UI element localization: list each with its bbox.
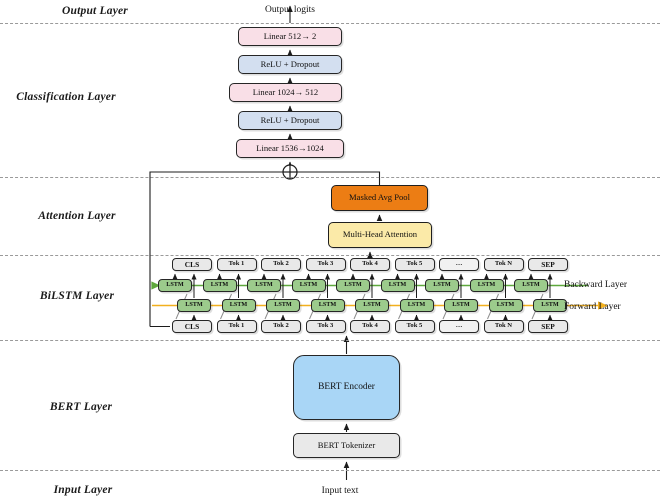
lstm-forward-5: LSTM bbox=[399, 299, 434, 312]
token-output-1: Tok 1 bbox=[216, 258, 257, 271]
layer-label-classification-layer: Classification Layer bbox=[16, 91, 116, 103]
lstm-forward-0: LSTM bbox=[177, 299, 211, 312]
lstm-backward-6: LSTM bbox=[425, 279, 459, 292]
lstm-forward-2: LSTM bbox=[266, 299, 300, 312]
bert-tokenizer: BERT Tokenizer bbox=[293, 433, 400, 458]
layer-divider-0 bbox=[0, 23, 660, 24]
lstm-backward-7: LSTM bbox=[469, 279, 504, 292]
lstm-backward-1: LSTM bbox=[202, 279, 237, 292]
token-output-4: Tok 4 bbox=[350, 258, 390, 271]
linear-1536-1024: Linear 1536→1024 bbox=[236, 139, 344, 158]
lstm-backward-0: LSTM bbox=[158, 279, 192, 292]
token-input-3: Tok 3 bbox=[305, 320, 346, 333]
layer-label-bert-layer: BERT Layer bbox=[49, 401, 113, 413]
token-output-3: Tok 3 bbox=[305, 258, 346, 271]
token-input-1: Tok 1 bbox=[216, 320, 257, 333]
input-text-label: Input text bbox=[321, 486, 359, 496]
token-output-6: … bbox=[439, 258, 479, 271]
bert-encoder: BERT Encoder bbox=[293, 355, 400, 420]
token-input-7: Tok N bbox=[483, 320, 524, 333]
lstm-forward-1: LSTM bbox=[221, 299, 256, 312]
layer-label-input-layer: Input Layer bbox=[53, 484, 113, 496]
layer-divider-2 bbox=[0, 255, 660, 256]
output-logits-label: Output logits bbox=[265, 5, 315, 15]
lstm-backward-5: LSTM bbox=[380, 279, 415, 292]
lstm-forward-6: LSTM bbox=[444, 299, 478, 312]
token-input-4: Tok 4 bbox=[350, 320, 390, 333]
linear-512-2: Linear 512→ 2 bbox=[238, 27, 342, 46]
layer-divider-1 bbox=[0, 177, 660, 178]
legend-label-forward-layer-legend: Forward Layer bbox=[564, 302, 621, 312]
lstm-forward-4: LSTM bbox=[355, 299, 389, 312]
token-output-2: Tok 2 bbox=[261, 258, 301, 271]
layer-label-bilstm-layer: BiLSTM Layer bbox=[39, 290, 115, 302]
token-output-7: Tok N bbox=[483, 258, 524, 271]
token-input-6: … bbox=[439, 320, 479, 333]
lstm-backward-2: LSTM bbox=[247, 279, 281, 292]
lstm-backward-4: LSTM bbox=[336, 279, 370, 292]
lstm-backward-3: LSTM bbox=[291, 279, 326, 292]
layer-divider-3 bbox=[0, 340, 660, 341]
token-output-0: CLS bbox=[172, 258, 212, 271]
layer-divider-4 bbox=[0, 470, 660, 471]
token-output-8: SEP bbox=[528, 258, 568, 271]
lstm-forward-8: LSTM bbox=[533, 299, 567, 312]
residual-left-branch bbox=[149, 171, 283, 327]
relu-dropout-top: ReLU + Dropout bbox=[238, 55, 342, 74]
token-output-5: Tok 5 bbox=[394, 258, 435, 271]
residual-right-branch bbox=[297, 171, 381, 185]
token-input-5: Tok 5 bbox=[394, 320, 435, 333]
lstm-forward-3: LSTM bbox=[310, 299, 345, 312]
token-input-8: SEP bbox=[528, 320, 568, 333]
legend-label-backward-layer-legend: Backward Layer bbox=[564, 280, 628, 290]
lstm-backward-8: LSTM bbox=[514, 279, 548, 292]
lstm-forward-7: LSTM bbox=[488, 299, 523, 312]
token-input-0: CLS bbox=[172, 320, 212, 333]
token-input-2: Tok 2 bbox=[261, 320, 301, 333]
multi-head-attention: Multi-Head Attention bbox=[328, 222, 432, 248]
relu-dropout-bot: ReLU + Dropout bbox=[238, 111, 342, 130]
masked-avg-pool: Masked Avg Pool bbox=[331, 185, 428, 211]
layer-label-output-layer: Output Layer bbox=[62, 5, 128, 17]
layer-label-attention-layer: Attention Layer bbox=[38, 210, 116, 222]
linear-1024-512: Linear 1024→ 512 bbox=[229, 83, 342, 102]
